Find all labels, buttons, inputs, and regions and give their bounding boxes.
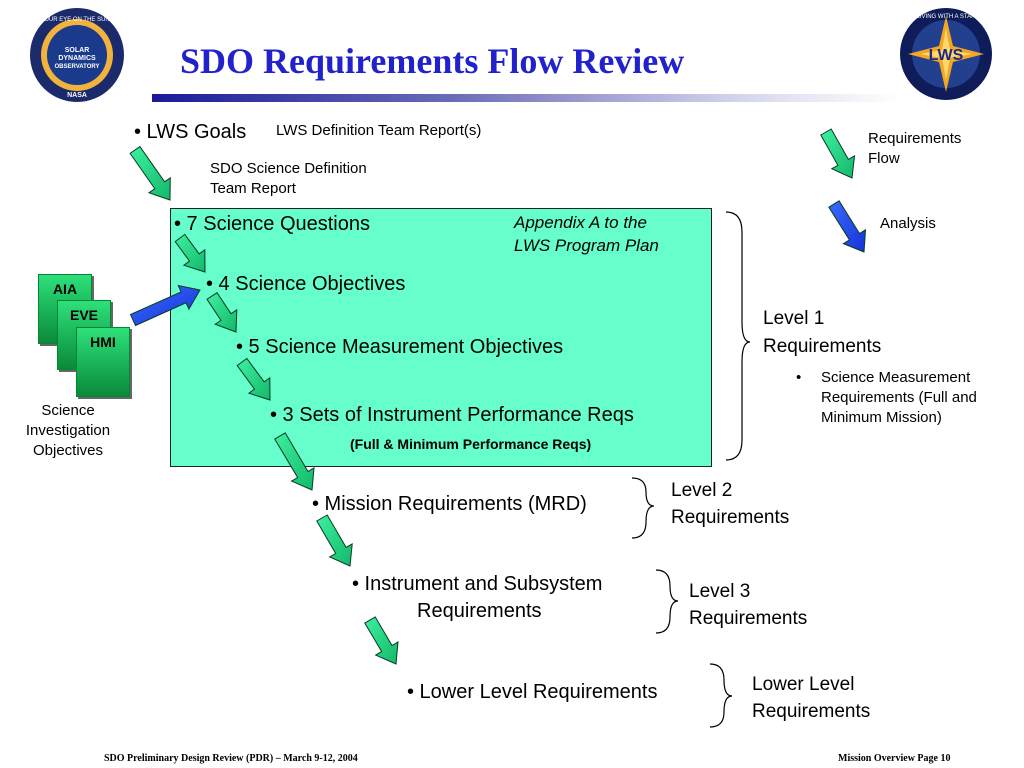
instrument-card-hmi: HMI: [76, 327, 130, 397]
flow-arrow-measurement-to-instrument: [236, 357, 271, 401]
lws-definition-report: LWS Definition Team Report(s): [276, 122, 482, 139]
page-title: SDO Requirements Flow Review: [180, 41, 685, 81]
level-1-requirements: Requirements: [763, 336, 882, 357]
level-1-box: [170, 208, 712, 467]
sdo-logo-ring-text: OUR EYE ON THE SUN: [44, 17, 110, 23]
legend-analysis-arrow: [828, 200, 867, 253]
lws-logo-ring-text: LIVING WITH A STAR: [917, 14, 977, 20]
analysis-arrow-instruments-to-box: [129, 284, 201, 327]
level-1-label: Level 1: [763, 308, 825, 329]
level-1-sub-bullet: •: [796, 369, 802, 386]
flow-arrow-questions-to-objectives: [174, 233, 206, 273]
instrument-subsystem-line-2: Requirements: [417, 600, 542, 622]
legend-flow-line-1: Requirements: [868, 130, 962, 147]
lws-goals: • LWS Goals: [134, 121, 247, 143]
sdo-logo: SOLAR DYNAMICS OBSERVATORY OUR EYE ON TH…: [28, 6, 126, 104]
appendix-line-2: LWS Program Plan: [514, 236, 659, 255]
level-1-sub-line-1: Science Measurement: [821, 369, 971, 386]
lower-level-requirements-label: Requirements: [752, 701, 871, 722]
science-questions: • 7 Science Questions: [174, 213, 370, 235]
instrument-subsystem-line-1: • Instrument and Subsystem: [352, 573, 603, 595]
level-3-requirements: Requirements: [689, 608, 808, 629]
full-min-performance-reqs: (Full & Minimum Performance Reqs): [350, 436, 592, 452]
level-1-brace: [725, 211, 751, 461]
lower-level-label: Lower Level: [752, 674, 855, 695]
flow-arrow-goals-to-box: [129, 145, 171, 201]
sdo-science-definition-line-2: Team Report: [210, 180, 296, 197]
science-objectives: • 4 Science Objectives: [206, 273, 406, 295]
title-rule: [152, 94, 898, 102]
sio-line-2: Investigation: [25, 422, 111, 439]
sdo-logo-line-1: SOLAR: [65, 47, 90, 54]
flow-arrow-subsystem-to-lower: [364, 616, 399, 665]
lws-logo-center: LWS: [929, 47, 964, 64]
sdo-logo-line-2: DYNAMICS: [58, 55, 96, 62]
flow-arrow-mission-to-instrument-subsystem: [316, 514, 353, 567]
level-3-label: Level 3: [689, 581, 751, 602]
instrument-label-eve: EVE: [69, 307, 98, 323]
level-1-sub-line-2: Requirements (Full and: [821, 389, 977, 406]
level-2-label: Level 2: [671, 480, 733, 501]
footer-left: SDO Preliminary Design Review (PDR) – Ma…: [104, 753, 358, 764]
lower-level-requirements: • Lower Level Requirements: [407, 681, 658, 703]
sio-line-3: Objectives: [32, 442, 104, 459]
footer-right: Mission Overview Page 10: [838, 753, 951, 764]
legend-flow-line-2: Flow: [868, 150, 900, 167]
flow-arrow-objectives-to-measurement: [206, 292, 238, 333]
instrument-label-aia: AIA: [52, 281, 78, 297]
mission-requirements: • Mission Requirements (MRD): [312, 493, 587, 515]
legend-analysis: Analysis: [880, 215, 936, 232]
level-3-brace: [655, 569, 679, 634]
sio-line-1: Science: [41, 402, 95, 419]
lower-level-brace: [709, 663, 733, 728]
sdo-logo-line-3: OBSERVATORY: [54, 64, 99, 70]
level-2-requirements: Requirements: [671, 507, 790, 528]
lws-logo: LWS LIVING WITH A STAR: [898, 6, 994, 102]
appendix-line-1: Appendix A to the: [514, 213, 647, 232]
flow-arrow-box-to-mission: [274, 432, 315, 491]
instrument-label-hmi: HMI: [90, 334, 116, 350]
science-measurement-objectives: • 5 Science Measurement Objectives: [236, 336, 564, 358]
instrument-performance-reqs: • 3 Sets of Instrument Performance Reqs: [270, 404, 634, 426]
level-1-sub-line-3: Minimum Mission): [821, 409, 942, 426]
sdo-logo-agency: NASA: [67, 92, 87, 99]
legend-flow-arrow: [820, 128, 856, 179]
sdo-science-definition-line-1: SDO Science Definition: [210, 160, 367, 177]
level-2-brace: [631, 477, 655, 539]
